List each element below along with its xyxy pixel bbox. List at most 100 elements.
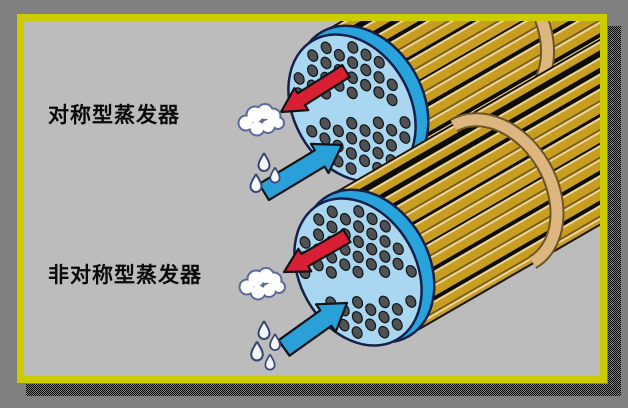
tube-hole <box>379 265 391 278</box>
tube-hole <box>359 124 371 137</box>
tube-hole <box>372 146 384 160</box>
tube-stripe <box>371 21 600 139</box>
tube-stripe-highlight <box>336 21 600 75</box>
tube-hole <box>307 49 319 62</box>
tube-stripe <box>365 109 600 280</box>
cloud-puff <box>262 120 274 132</box>
tube-stripe <box>384 142 600 313</box>
cloud-puff <box>263 284 275 296</box>
tube-hole <box>378 310 390 324</box>
tube-hole <box>399 131 411 144</box>
tube-hole <box>332 124 344 138</box>
tube-stripe-highlight <box>360 21 600 118</box>
tube-hole <box>359 139 371 152</box>
tube-hole <box>366 242 378 256</box>
tube-hole <box>373 55 385 69</box>
tube-hole <box>352 265 364 279</box>
tube-hole <box>351 311 363 324</box>
tube-hole <box>353 220 365 233</box>
strap-band <box>450 114 563 268</box>
tube-hole <box>386 93 398 107</box>
tube-hole <box>386 123 398 137</box>
cloud-puff <box>273 118 283 128</box>
tube-hole <box>352 235 365 249</box>
tube-stripe-highlight <box>354 21 600 107</box>
tube-hole <box>391 303 404 316</box>
tube-hole <box>299 236 311 249</box>
tube-stripe-highlight <box>379 134 600 304</box>
tube-stripe-highlight <box>328 45 600 216</box>
tube-stripe <box>378 21 600 149</box>
tube-hole <box>366 227 378 241</box>
liquid-in-arrow-top <box>258 142 344 202</box>
cloud-puff <box>250 121 264 135</box>
tube-stripe <box>333 53 600 226</box>
tube-stripe-highlight <box>354 90 600 261</box>
tube-hole <box>306 64 319 77</box>
vapor-out-arrow-top <box>279 63 351 114</box>
tube-hole <box>365 303 377 316</box>
tube-hole <box>364 318 377 332</box>
tube-hole <box>392 257 404 271</box>
tube-hole <box>358 154 371 168</box>
tube-hole <box>312 228 325 241</box>
tube-stripe <box>359 21 600 116</box>
tube-hole <box>379 250 391 263</box>
vapor-cloud <box>238 267 286 301</box>
tube-stripe-highlight <box>385 144 600 315</box>
tube-hole <box>333 48 346 62</box>
tube-stripe-highlight <box>366 111 600 282</box>
tube-hole <box>339 258 351 271</box>
tube-stripe <box>341 21 600 84</box>
tube-hole <box>373 71 385 84</box>
tube-stripe-highlight <box>329 21 600 64</box>
tube-stripe <box>379 134 600 311</box>
tube-stripe <box>354 21 600 114</box>
tube-hole <box>360 48 372 62</box>
water-drop <box>257 152 271 172</box>
tube-hole <box>347 56 359 69</box>
tube-hole <box>351 295 364 309</box>
tube-hole <box>347 41 359 54</box>
tube-stripe <box>390 153 600 325</box>
tube-stripe <box>365 21 600 126</box>
tube-stripe <box>328 45 600 222</box>
tube-hole <box>313 213 325 226</box>
tube-stripe-highlight <box>342 69 600 239</box>
tube-hole <box>386 78 398 92</box>
tube-stripe <box>347 77 600 248</box>
tube-hole <box>346 71 359 85</box>
tube-stripe <box>342 21 600 93</box>
tube-hole <box>378 325 390 339</box>
tube-stripe <box>353 21 600 106</box>
tube-hole <box>345 147 357 160</box>
tube-stripe-highlight <box>335 57 600 228</box>
tube-hole <box>378 295 390 309</box>
tube-stripe <box>385 144 600 322</box>
tube-stripe <box>360 21 600 125</box>
vapor-cloud <box>237 103 285 137</box>
tube-hole <box>326 220 338 234</box>
water-drop <box>269 333 281 351</box>
tube-hole <box>346 86 358 100</box>
tube-stripe <box>329 21 600 70</box>
tube-hole <box>392 242 404 256</box>
tube-stripe-highlight <box>379 21 600 151</box>
cloud-puff <box>274 282 284 292</box>
tube-stripe-highlight <box>373 21 600 140</box>
tube-hole <box>399 116 411 129</box>
asymmetric-evaporator-bundle <box>293 31 600 347</box>
water-drop <box>269 166 281 184</box>
tube-hole <box>379 219 391 233</box>
tube-hole <box>360 63 372 77</box>
tube-stripe <box>342 69 600 246</box>
tube-stripe <box>348 21 600 104</box>
tube-hole <box>319 117 331 130</box>
tube-hole <box>405 295 417 308</box>
tube-stripe <box>347 21 600 95</box>
cloud-puff <box>251 285 265 299</box>
tube-stripe-highlight <box>392 156 600 327</box>
tube-hole <box>326 205 338 219</box>
